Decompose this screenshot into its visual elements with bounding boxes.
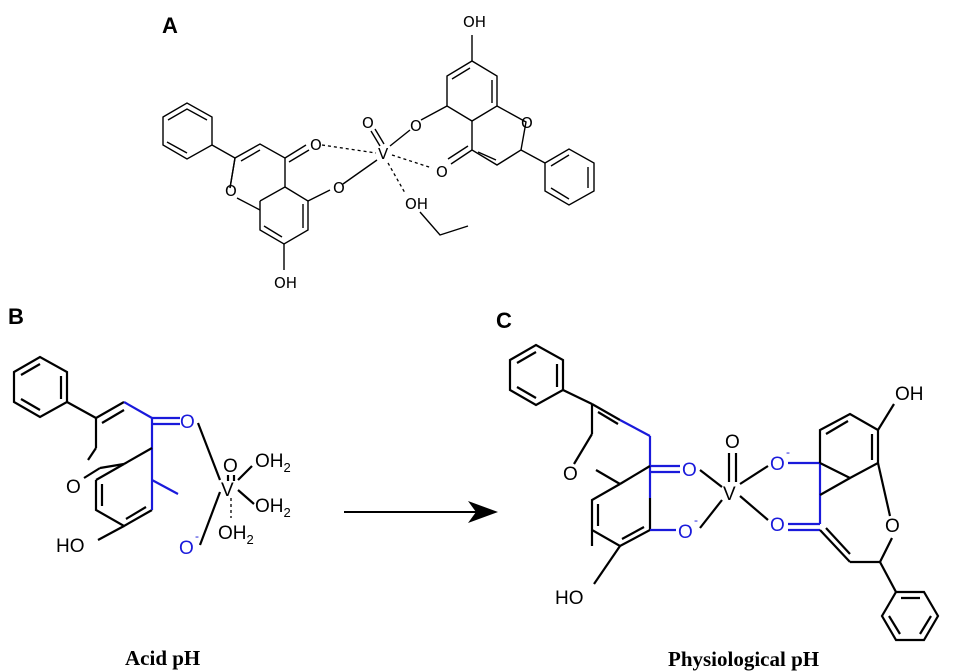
atom-vanadium: V [723, 484, 736, 505]
panel-b-label: B [8, 304, 24, 329]
benzo-ring [94, 480, 153, 528]
ethyl-chain [419, 211, 469, 236]
panel-a-vanadium-center: V O OH [321, 114, 469, 236]
panel-a-label: A [162, 13, 178, 38]
phenyl-ring [12, 355, 69, 419]
panel-a-left-flavone: O O O OH [162, 102, 345, 292]
benzo-ring [259, 186, 309, 245]
atom-o-vanadyl: O [725, 432, 740, 453]
atom-o-carbonyl-right: O [436, 163, 448, 181]
atom-vanadium: V [221, 480, 234, 501]
panel-a: A O O O O [162, 13, 595, 292]
atom-oh-top: OH [463, 13, 486, 31]
atom-ho: HO [56, 536, 85, 557]
panel-a-right-flavone: O OH O O [410, 13, 595, 206]
phenyl-ring-right [880, 590, 940, 642]
panel-c-caption: Physiological pH [668, 647, 819, 671]
atom-oh2-3: OH2 [218, 523, 254, 547]
phenyl-ring [162, 102, 213, 160]
atom-o-phenolate-right: O [770, 454, 785, 475]
atom-o-carbonyl: O [180, 412, 195, 433]
atom-o-phenolate: O [179, 538, 194, 559]
benzo-ring-right [818, 412, 880, 480]
phenolate-charge-right: - [786, 445, 790, 459]
arrow-head [468, 501, 498, 523]
atom-o-ring-left: O [563, 464, 578, 485]
atom-o-phenolate: O [333, 179, 345, 197]
atom-o-ring-right: O [521, 114, 533, 132]
atom-oh2-1: OH2 [255, 451, 291, 475]
panel-c: C O O O - HO V O [496, 308, 940, 671]
phenyl-ring-right [544, 148, 595, 206]
pyranone-ring-right [471, 105, 527, 166]
atom-oh2-2: OH2 [255, 496, 291, 520]
atom-o-ring: O [225, 182, 237, 200]
atom-o-vanadyl: O [362, 114, 374, 132]
panel-b: B O O O - HO V O [8, 304, 291, 670]
atom-ho: HO [555, 588, 584, 609]
atom-o-ring: O [66, 477, 81, 498]
benzo-ring-right [446, 60, 498, 122]
atom-o-carbonyl-left: O [682, 460, 697, 481]
atom-o-ring-right: O [885, 516, 900, 537]
phenolate-charge: - [195, 529, 199, 543]
panel-c-label: C [496, 308, 512, 333]
benzo-ring-left [590, 483, 652, 548]
pyranone-ring [229, 143, 286, 202]
atom-o-phenolate-left: O [678, 522, 693, 543]
panel-b-caption: Acid pH [125, 646, 200, 670]
atom-o-vanadyl: O [223, 456, 238, 477]
atom-o-carbonyl: O [310, 136, 322, 154]
phenyl-ring-left [508, 343, 565, 407]
phenolate-charge-left: - [694, 513, 698, 527]
atom-vanadium: V [378, 145, 389, 163]
reaction-arrow [344, 501, 498, 523]
atom-o-phenolate-right: O [410, 117, 422, 135]
atom-o-carbonyl-right: O [770, 515, 785, 536]
atom-oh: OH [895, 384, 924, 405]
atom-oh-bottom: OH [274, 274, 297, 292]
atom-oh-ethanol: OH [405, 195, 428, 213]
